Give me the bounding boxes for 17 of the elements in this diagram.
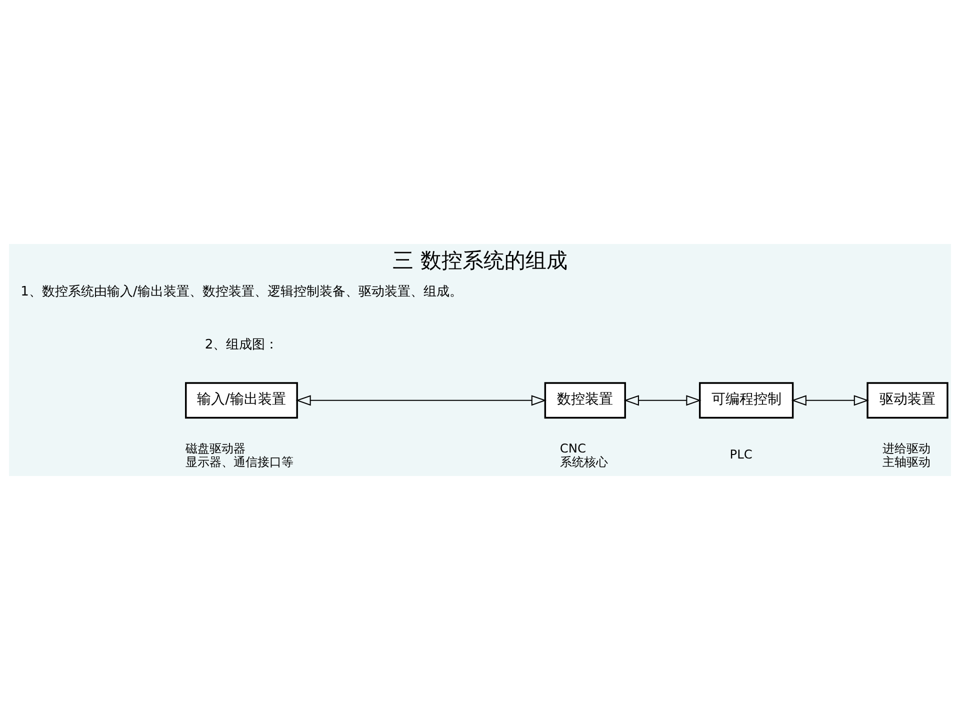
node-label: 主轴驱动 (882, 454, 930, 469)
node-label: 磁盘驱动器 (185, 442, 246, 456)
label: 1、数控系统由输入/输出装置、数控装置、逻辑控制装备、驱动装置、组成。 (20, 284, 462, 300)
node-box: 输入/输出装置 (185, 382, 298, 419)
diagram-title: 三 数控系统的组成 (392, 248, 568, 273)
arrow (624, 395, 702, 406)
node-label: 显示器、通信接口等 (185, 454, 294, 469)
arrow (791, 395, 870, 406)
arrow (296, 395, 546, 406)
label: 2、组成图： (204, 338, 278, 353)
node-label: 系统核心 (560, 454, 608, 469)
node-label: 进给驱动 (882, 442, 930, 456)
node-label: PLC (730, 447, 752, 462)
node-box: 驱动装置 (866, 382, 948, 419)
node-box: 可编程控制 (698, 382, 794, 419)
node-box: 数控装置 (544, 382, 626, 419)
node-label: CNC (560, 442, 586, 456)
